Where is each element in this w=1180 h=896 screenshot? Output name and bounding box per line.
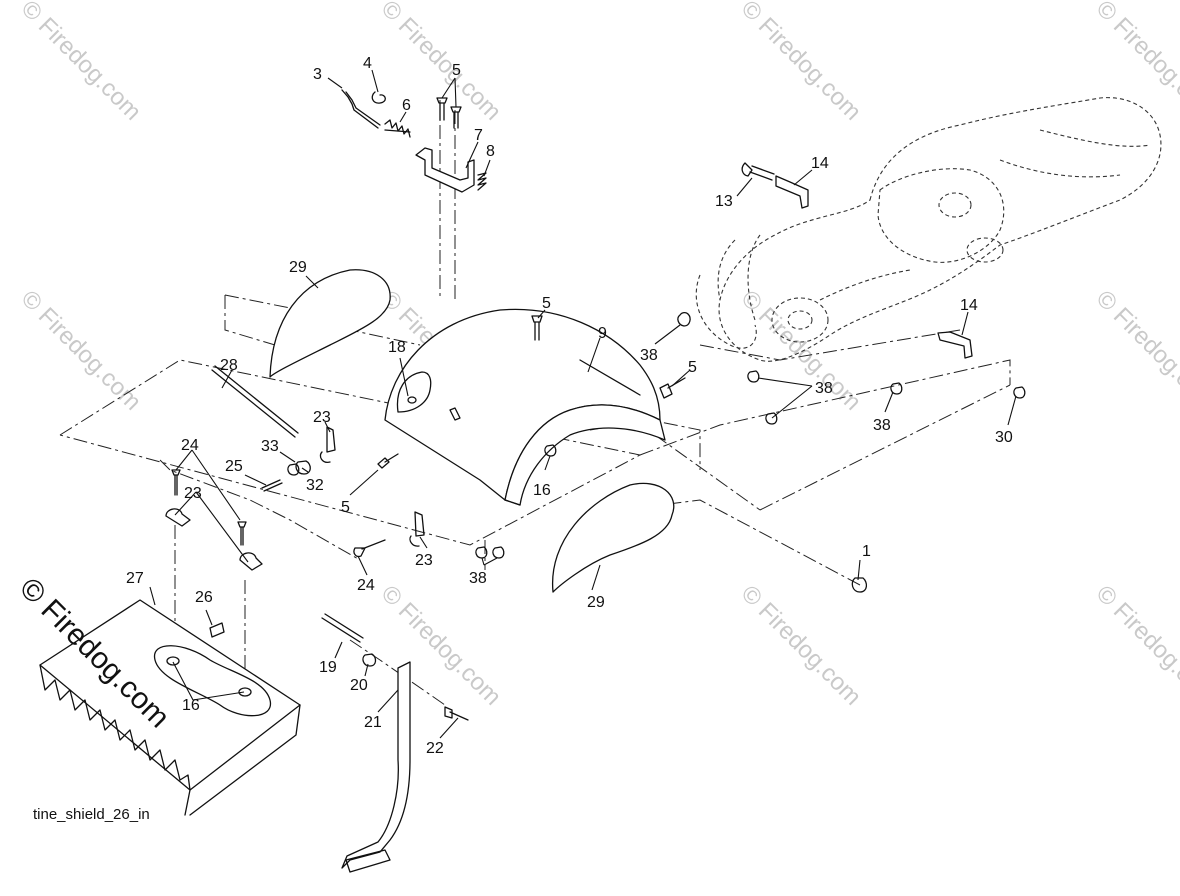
part-9-tine-shield (384, 308, 666, 506)
callout-28: 28 (220, 357, 238, 374)
callout-32: 32 (306, 477, 324, 494)
callout-16: 16 (533, 482, 551, 499)
callout-13: 13 (715, 193, 733, 210)
callout-38: 38 (469, 570, 487, 587)
watermark: © Firedog.com (16, 285, 147, 416)
callout-6: 6 (402, 97, 411, 114)
callout-23: 23 (313, 409, 331, 426)
tiller-frame (695, 97, 1162, 362)
callout-5: 5 (452, 62, 461, 79)
callout-19: 19 (319, 659, 337, 676)
part-21-depth-bar (341, 661, 411, 873)
callout-1: 1 (862, 543, 871, 560)
callout-20: 20 (350, 677, 368, 694)
callout-26: 26 (195, 589, 213, 606)
part-5-bolts (436, 97, 462, 129)
callout-25: 25 (225, 458, 243, 475)
callout-29: 29 (587, 594, 605, 611)
callout-5: 5 (688, 359, 697, 376)
callout-38: 38 (873, 417, 891, 434)
callout-24: 24 (181, 437, 199, 454)
part-13-bolt (741, 162, 775, 181)
callout-9: 9 (598, 325, 607, 342)
callout-38: 38 (815, 380, 833, 397)
leader-lines (149, 69, 1017, 739)
callout-4: 4 (363, 55, 372, 72)
callout-22: 22 (426, 740, 444, 757)
callout-14: 14 (960, 297, 978, 314)
diagram-caption: tine_shield_26_in (33, 806, 150, 823)
callout-29: 29 (289, 259, 307, 276)
watermark: © Firedog.com (1091, 580, 1180, 711)
part-18-plate (396, 371, 432, 413)
callout-30: 30 (995, 429, 1013, 446)
watermark: © Firedog.com (736, 285, 867, 416)
callout-8: 8 (486, 143, 495, 160)
callout-5: 5 (341, 499, 350, 516)
watermark: © Firedog.com (376, 580, 507, 711)
hardware (165, 311, 1026, 721)
callouts: 3 4 5 6 7 8 13 14 29 5 9 18 38 5 14 38 3… (126, 55, 1013, 757)
watermark: © Firedog.com (1091, 285, 1180, 416)
watermark: © Firedog.com (736, 0, 867, 126)
callout-38: 38 (640, 347, 658, 364)
part-7-bracket (415, 147, 475, 193)
part-6-spring (384, 119, 411, 138)
callout-7: 7 (474, 127, 483, 144)
part-14-bracket-right (937, 331, 973, 359)
part-3-rod (341, 89, 381, 129)
part-29-shield-right (552, 482, 675, 593)
callout-14: 14 (811, 155, 829, 172)
callout-16: 16 (182, 697, 200, 714)
callout-24: 24 (357, 577, 375, 594)
part-8-spring (477, 172, 487, 191)
part-4-clip (371, 91, 386, 104)
callout-27: 27 (126, 570, 144, 587)
callout-5: 5 (542, 295, 551, 312)
callout-23: 23 (184, 485, 202, 502)
part-27-deflector (39, 599, 301, 816)
callout-18: 18 (388, 339, 406, 356)
part-29-shield-left (269, 269, 391, 378)
callout-23: 23 (415, 552, 433, 569)
callout-3: 3 (313, 66, 322, 83)
watermark: © Firedog.com (376, 0, 507, 126)
watermark: © Firedog.com (736, 580, 867, 711)
callout-21: 21 (364, 714, 382, 731)
watermark: © Firedog.com (16, 0, 147, 126)
watermark: © Firedog.com (1091, 0, 1180, 126)
callout-33: 33 (261, 438, 279, 455)
part-14-bracket-top (775, 175, 809, 209)
